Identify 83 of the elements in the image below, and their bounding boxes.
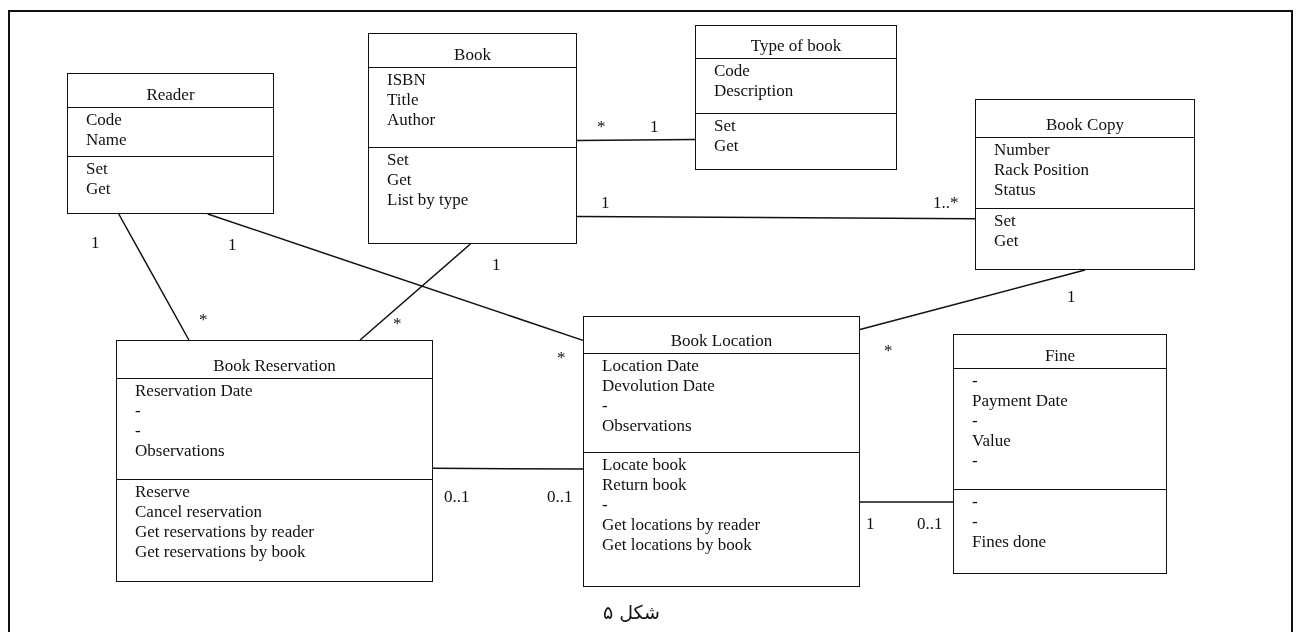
class-box: [67, 73, 274, 214]
multiplicity-label: 1: [1067, 287, 1076, 307]
figure-caption: شکل ۵: [602, 600, 660, 624]
operation-text: Get locations by book: [602, 535, 752, 555]
class-name: Type of book: [750, 36, 842, 56]
attribute-text: Author: [387, 110, 436, 130]
multiplicity-label: 0..1: [917, 514, 943, 534]
multiplicity-label: *: [597, 117, 606, 137]
attribute-text: Observations: [135, 441, 225, 461]
multiplicity-label: 1..*: [933, 193, 959, 213]
multiplicity-label: 1: [866, 514, 875, 534]
attribute-text: -: [972, 411, 978, 431]
operation-text: -: [972, 512, 978, 532]
multiplicity-label: *: [884, 341, 893, 361]
class-name: Reader: [146, 85, 195, 105]
attribute-text: -: [602, 396, 608, 416]
operation-text: Get: [994, 231, 1019, 251]
association-line: [576, 215, 976, 220]
association-line: [859, 269, 1086, 331]
class-name: Book Location: [670, 331, 773, 351]
attribute-text: Code: [714, 61, 750, 81]
association-line: [576, 138, 696, 142]
attribute-text: Code: [86, 110, 122, 130]
operation-text: -: [602, 495, 608, 515]
multiplicity-label: 1: [601, 193, 610, 213]
multiplicity-label: *: [199, 310, 208, 330]
attribute-text: Reservation Date: [135, 381, 253, 401]
operation-text: Cancel reservation: [135, 502, 262, 522]
operation-text: Set: [86, 159, 108, 179]
operation-text: Set: [714, 116, 736, 136]
class-box: [583, 316, 860, 587]
operation-text: -: [972, 492, 978, 512]
multiplicity-label: 1: [650, 117, 659, 137]
attribute-text: Number: [994, 140, 1050, 160]
multiplicity-label: *: [557, 348, 566, 368]
association-line: [432, 467, 584, 470]
attribute-text: -: [135, 421, 141, 441]
multiplicity-label: 0..1: [547, 487, 573, 507]
association-line: [118, 213, 190, 341]
class-box: [695, 25, 897, 170]
class-box: [975, 99, 1195, 270]
operation-text: Set: [387, 150, 409, 170]
attribute-text: Location Date: [602, 356, 699, 376]
class-name: Book: [454, 45, 491, 65]
attribute-text: Devolution Date: [602, 376, 715, 396]
attribute-text: Title: [387, 90, 419, 110]
operation-text: List by type: [387, 190, 469, 210]
attribute-text: Description: [714, 81, 794, 101]
attribute-text: ISBN: [387, 70, 426, 90]
operation-text: Get locations by reader: [602, 515, 761, 535]
multiplicity-label: *: [393, 314, 402, 334]
operation-text: Return book: [602, 475, 687, 495]
class-name: Book Reservation: [213, 356, 336, 376]
association-line: [207, 213, 584, 342]
attribute-text: Value: [972, 431, 1011, 451]
operation-text: Fines done: [972, 532, 1047, 552]
class-box: [953, 334, 1167, 574]
class-box: [116, 340, 433, 582]
operation-text: Get: [714, 136, 739, 156]
attribute-text: Payment Date: [972, 391, 1068, 411]
attribute-text: -: [972, 371, 978, 391]
multiplicity-label: 1: [492, 255, 501, 275]
attribute-text: -: [972, 451, 978, 471]
multiplicity-label: 0..1: [444, 487, 470, 507]
multiplicity-label: 1: [91, 233, 100, 253]
operation-text: Set: [994, 211, 1016, 231]
class-box: [368, 33, 577, 244]
operation-text: Locate book: [602, 455, 687, 475]
attribute-text: Observations: [602, 416, 692, 436]
attribute-text: Name: [86, 130, 127, 150]
association-line: [859, 501, 954, 503]
attribute-text: Rack Position: [994, 160, 1089, 180]
multiplicity-label: 1: [228, 235, 237, 255]
class-name: Book Copy: [1046, 115, 1124, 135]
operation-text: Get: [86, 179, 111, 199]
operation-text: Reserve: [135, 482, 190, 502]
operation-text: Get reservations by book: [135, 542, 306, 562]
operation-text: Get: [387, 170, 412, 190]
attribute-text: -: [135, 401, 141, 421]
class-name: Fine: [1044, 346, 1076, 366]
operation-text: Get reservations by reader: [135, 522, 314, 542]
attribute-text: Status: [994, 180, 1036, 200]
association-line: [359, 243, 472, 341]
